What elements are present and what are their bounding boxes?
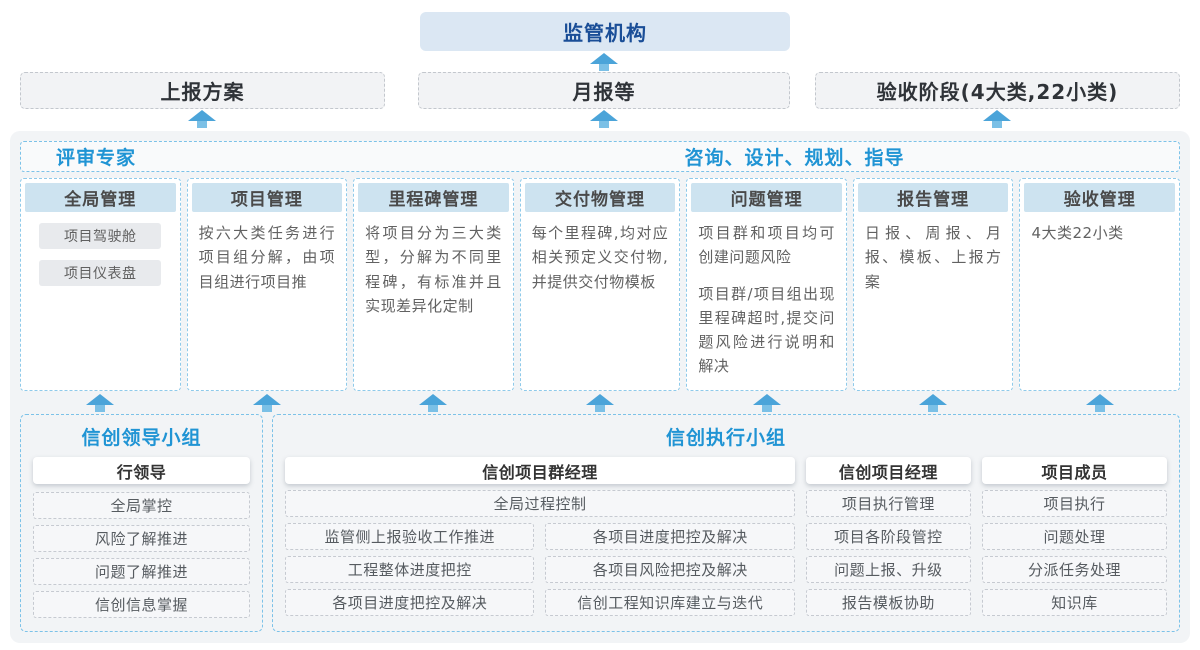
description-paragraph: 按六大类任务进行项目组分解，由项目组进行项目推 [198, 224, 336, 291]
column-report-management: 报告管理 日报、周报、月报、模板、上报方案 [852, 178, 1014, 391]
description-paragraph: 项目群/项目组出现里程碑超时,提交问题风险进行说明和解决 [698, 284, 835, 376]
arrow-up-icon [983, 110, 1011, 128]
column-issue-management: 问题管理 项目群和项目均可创建问题风险 项目群/项目组出现里程碑超时,提交问题风… [686, 178, 847, 391]
list-item: 风险了解推进 [33, 525, 250, 552]
description-paragraph: 4大类22小类 [1031, 224, 1124, 242]
list-item: 信创工程知识库建立与迭代 [545, 589, 795, 616]
list-item: 问题了解推进 [33, 558, 250, 585]
description-paragraph: 每个里程碑,均对应相关预定义交付物,并提供交付物模板 [531, 224, 669, 291]
description-paragraph: 项目群和项目均可创建问题风险 [698, 224, 835, 267]
column-description: 4大类22小类 [1024, 212, 1175, 261]
list-item: 工程整体进度把控 [285, 556, 535, 583]
execution-grid: 信创项目群经理 信创项目经理 项目成员 全局过程控制 项目执行管理 项目执行 监… [285, 457, 1167, 616]
column-description: 项目群和项目均可创建问题风险 项目群/项目组出现里程碑超时,提交问题风险进行说明… [691, 212, 842, 395]
arrow-up-icon [1085, 394, 1114, 412]
management-columns: 全局管理 项目驾驶舱 项目仪表盘 项目管理 按六大类任务进行项目组分解，由项目组… [20, 178, 1181, 391]
project-member-role-box: 项目成员 [981, 457, 1167, 484]
expert-header-bar: 评审专家 咨询、设计、规划、指导 [20, 141, 1180, 172]
description-paragraph: 日报、周报、月报、模板、上报方案 [864, 224, 1002, 291]
list-item: 报告模板协助 [805, 589, 971, 616]
list-item: 各项目进度把控及解决 [285, 589, 535, 616]
column-title: 里程碑管理 [358, 183, 509, 212]
column-description: 每个里程碑,均对应相关预定义交付物,并提供交付物模板 [525, 212, 676, 310]
list-item: 问题上报、升级 [805, 556, 971, 583]
column-title: 报告管理 [857, 183, 1009, 212]
review-experts-label: 评审专家 [56, 147, 137, 169]
list-item: 监管侧上报验收工作推进 [285, 523, 535, 550]
column-global-management: 全局管理 项目驾驶舱 项目仪表盘 [20, 178, 181, 391]
bottom-groups: 信创领导小组 行领导 全局掌控 风险了解推进 问题了解推进 信创信息掌握 信创执… [20, 414, 1180, 632]
arrow-up-icon [752, 394, 781, 412]
column-acceptance-management: 验收管理 4大类22小类 [1019, 178, 1181, 391]
column-description: 日报、周报、月报、模板、上报方案 [858, 212, 1009, 310]
consult-design-label: 咨询、设计、规划、指导 [684, 147, 905, 169]
leadership-group-title: 信创领导小组 [81, 427, 202, 449]
arrow-up-icon [252, 394, 281, 412]
column-title: 交付物管理 [524, 183, 676, 212]
execution-group-title: 信创执行小组 [665, 427, 786, 449]
list-item: 各项目进度把控及解决 [545, 523, 795, 550]
column-deliverable-management: 交付物管理 每个里程碑,均对应相关预定义交付物,并提供交付物模板 [519, 178, 681, 391]
list-item: 各项目风险把控及解决 [545, 556, 795, 583]
arrow-up-icon [590, 110, 618, 128]
list-item: 全局过程控制 [285, 490, 795, 517]
project-manager-role-box: 信创项目经理 [805, 457, 971, 484]
project-dashboard-chip: 项目仪表盘 [39, 260, 162, 286]
program-manager-role-box: 信创项目群经理 [285, 457, 795, 484]
monthly-report-box: 月报等 [418, 72, 790, 109]
column-title: 全局管理 [25, 183, 176, 212]
list-item: 知识库 [981, 589, 1167, 616]
leadership-items: 全局掌控 风险了解推进 问题了解推进 信创信息掌握 [33, 492, 250, 618]
arrow-up-icon [590, 53, 618, 71]
description-paragraph: 将项目分为三大类型，分解为不同里程碑，有标准并且实现差异化定制 [365, 224, 502, 315]
column-description: 将项目分为三大类型，分解为不同里程碑，有标准并且实现差异化定制 [358, 212, 509, 334]
arrow-up-icon [419, 394, 448, 412]
arrow-up-icon [86, 394, 115, 412]
column-title: 验收管理 [1024, 183, 1176, 212]
list-item: 分派任务处理 [981, 556, 1167, 583]
leadership-group: 信创领导小组 行领导 全局掌控 风险了解推进 问题了解推进 信创信息掌握 [20, 414, 263, 632]
column-title: 问题管理 [691, 183, 842, 212]
list-item: 问题处理 [981, 523, 1167, 550]
column-title: 项目管理 [191, 183, 343, 212]
list-item: 项目执行 [981, 490, 1167, 517]
arrow-up-icon [919, 394, 948, 412]
arrow-up-icon [188, 110, 216, 128]
column-description: 按六大类任务进行项目组分解，由项目组进行项目推 [192, 212, 343, 310]
bank-leader-role-box: 行领导 [33, 457, 250, 484]
regulator-box: 监管机构 [420, 12, 790, 51]
column-project-management: 项目管理 按六大类任务进行项目组分解，由项目组进行项目推 [186, 178, 348, 391]
list-item: 全局掌控 [33, 492, 250, 519]
arrow-up-icon [586, 394, 615, 412]
execution-group: 信创执行小组 信创项目群经理 信创项目经理 项目成员 全局过程控制 项目执行管理… [272, 414, 1180, 632]
report-plan-box: 上报方案 [20, 72, 385, 109]
list-item: 项目各阶段管控 [805, 523, 971, 550]
column-milestone-management: 里程碑管理 将项目分为三大类型，分解为不同里程碑，有标准并且实现差异化定制 [353, 178, 514, 391]
acceptance-stage-box: 验收阶段(4大类,22小类) [815, 72, 1180, 109]
platform-container: 评审专家 咨询、设计、规划、指导 全局管理 项目驾驶舱 项目仪表盘 项目管理 按… [10, 131, 1190, 643]
project-cockpit-chip: 项目驾驶舱 [39, 223, 162, 249]
list-item: 信创信息掌握 [33, 591, 250, 618]
column-arrows-row [20, 394, 1180, 412]
list-item: 项目执行管理 [805, 490, 971, 517]
